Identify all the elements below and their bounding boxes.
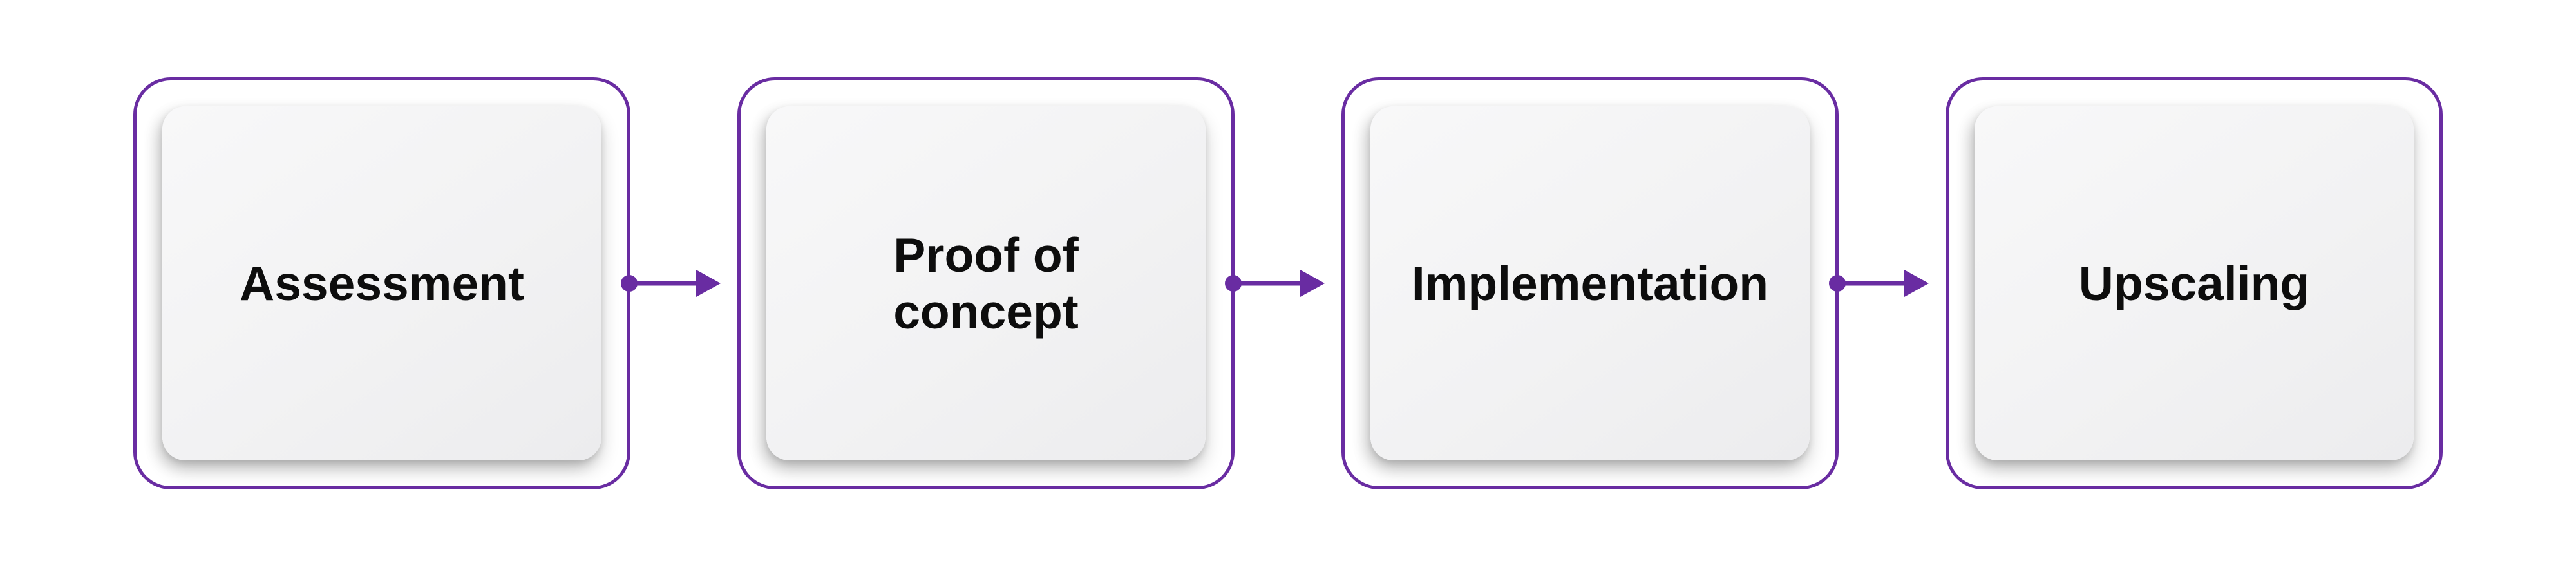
stage-card: Upscaling	[1975, 106, 2414, 460]
stage-label: Implementation	[1411, 256, 1769, 310]
stage-box-implementation: Implementation	[1341, 77, 1839, 489]
arrow-connector	[1225, 77, 1341, 489]
arrow-head	[696, 270, 721, 297]
stage-box-upscaling: Upscaling	[1946, 77, 2443, 489]
stage-box-assessment: Assessment	[133, 77, 630, 489]
stage-box-proof-of-concept: Proof of concept	[737, 77, 1235, 489]
arrow-icon	[1829, 270, 1929, 297]
stage-card: Assessment	[162, 106, 601, 460]
stage-card: Proof of concept	[766, 106, 1206, 460]
arrow-connector	[621, 77, 737, 489]
stage-card: Implementation	[1370, 106, 1810, 460]
arrow-connector	[1829, 77, 1946, 489]
stage-label: Upscaling	[2078, 256, 2310, 310]
arrow-head	[1300, 270, 1325, 297]
arrow-icon	[1225, 270, 1325, 297]
stage-label: Proof of concept	[893, 227, 1079, 339]
arrow-head	[1904, 270, 1929, 297]
stage-label: Assessment	[240, 256, 524, 310]
arrow-icon	[621, 270, 721, 297]
